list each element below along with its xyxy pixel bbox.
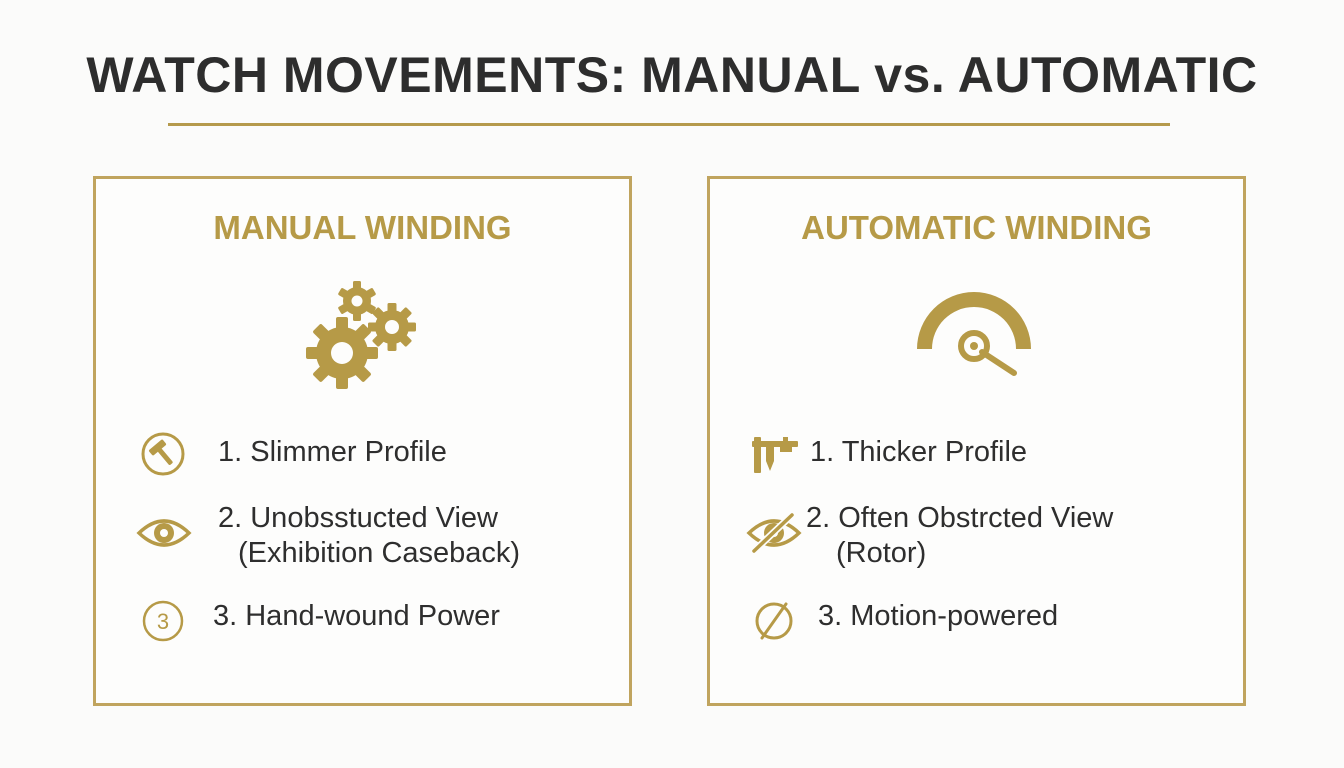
automatic-feature-2-title: 2. Often Obstrcted View [806, 502, 1114, 534]
title-divider [168, 123, 1170, 126]
manual-feature-2-title: 2. Unobsstucted View [218, 502, 498, 534]
automatic-winding-heading: AUTOMATIC WINDING [801, 209, 1152, 246]
manual-winding-panel: MANUAL WINDING [93, 176, 632, 706]
manual-feature-2-text: 2. Unobsstucted View (Exhibition Casebac… [218, 501, 520, 571]
gears-icon [302, 279, 420, 397]
number-3-circle-icon: 3 [141, 599, 185, 643]
automatic-feature-3-text: 3. Motion-powered [818, 600, 1059, 632]
manual-feature-2-subtitle: (Exhibition Caseback) [238, 537, 521, 569]
number-3-glyph: 3 [157, 609, 169, 634]
page-title: WATCH MOVEMENTS: MANUAL vs. AUTOMATIC [86, 47, 1258, 103]
automatic-winding-panel: AUTOMATIC WINDING [707, 176, 1246, 706]
automatic-feature-2-subtitle: (Rotor) [836, 537, 927, 569]
manual-feature-3-text: 3. Hand-wound Power [213, 600, 500, 632]
eye-slash-icon [746, 511, 802, 555]
automatic-feature-1-text: 1. Thicker Profile [810, 436, 1028, 468]
manual-feature-1-text: 1. Slimmer Profile [218, 436, 447, 468]
empty-set-icon [752, 599, 796, 643]
eye-icon [136, 513, 192, 553]
caliper-icon [750, 433, 800, 475]
manual-winding-heading: MANUAL WINDING [213, 209, 512, 246]
rotor-icon [912, 287, 1036, 379]
hammer-icon [140, 431, 186, 477]
automatic-feature-2-text: 2. Often Obstrcted View (Rotor) [806, 501, 1113, 571]
